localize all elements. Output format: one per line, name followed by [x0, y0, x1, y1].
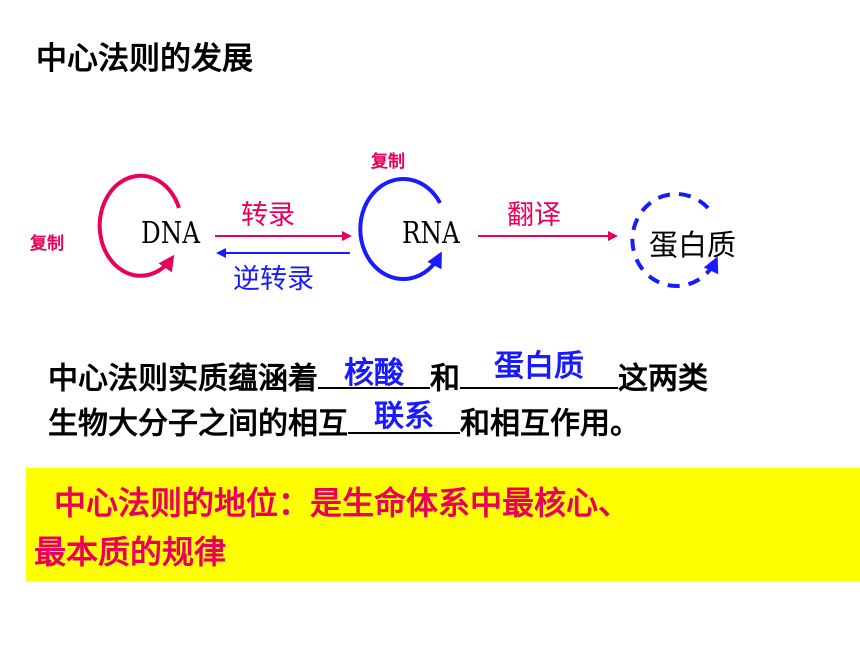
protein-dashed-loop: [630, 192, 719, 288]
dna-replication-loop: [97, 173, 181, 278]
reverse-transcription-label: 逆转录: [233, 264, 314, 295]
transcription-label: 转录: [241, 200, 295, 231]
protein-node: 蛋白质: [649, 228, 737, 262]
dna-replication-label: 复制: [30, 234, 64, 254]
highlight-box: 中心法则的地位：是生命体系中最核心、 最本质的规律: [26, 468, 860, 582]
blank-protein: 蛋白质: [460, 349, 618, 389]
translation-label: 翻译: [507, 200, 561, 231]
paragraph-line-1: 中心法则实质蕴涵着核酸和蛋白质这两类: [48, 349, 708, 397]
rna-replication-loop: [358, 177, 442, 281]
dna-node: DNA: [141, 216, 201, 251]
blank-nucleic-acid: 核酸: [318, 352, 430, 391]
rna-replication-label: 复制: [371, 152, 405, 172]
blank-connection: 联系: [348, 397, 460, 434]
paragraph-line-2: 生物大分子之间的相互联系和相互作用。: [48, 397, 640, 442]
rna-node: RNA: [402, 216, 460, 251]
highlight-line-1: 中心法则的地位：是生命体系中最核心、: [54, 484, 631, 522]
highlight-line-2: 最本质的规律: [34, 533, 227, 571]
page-title: 中心法则的发展: [36, 41, 253, 77]
